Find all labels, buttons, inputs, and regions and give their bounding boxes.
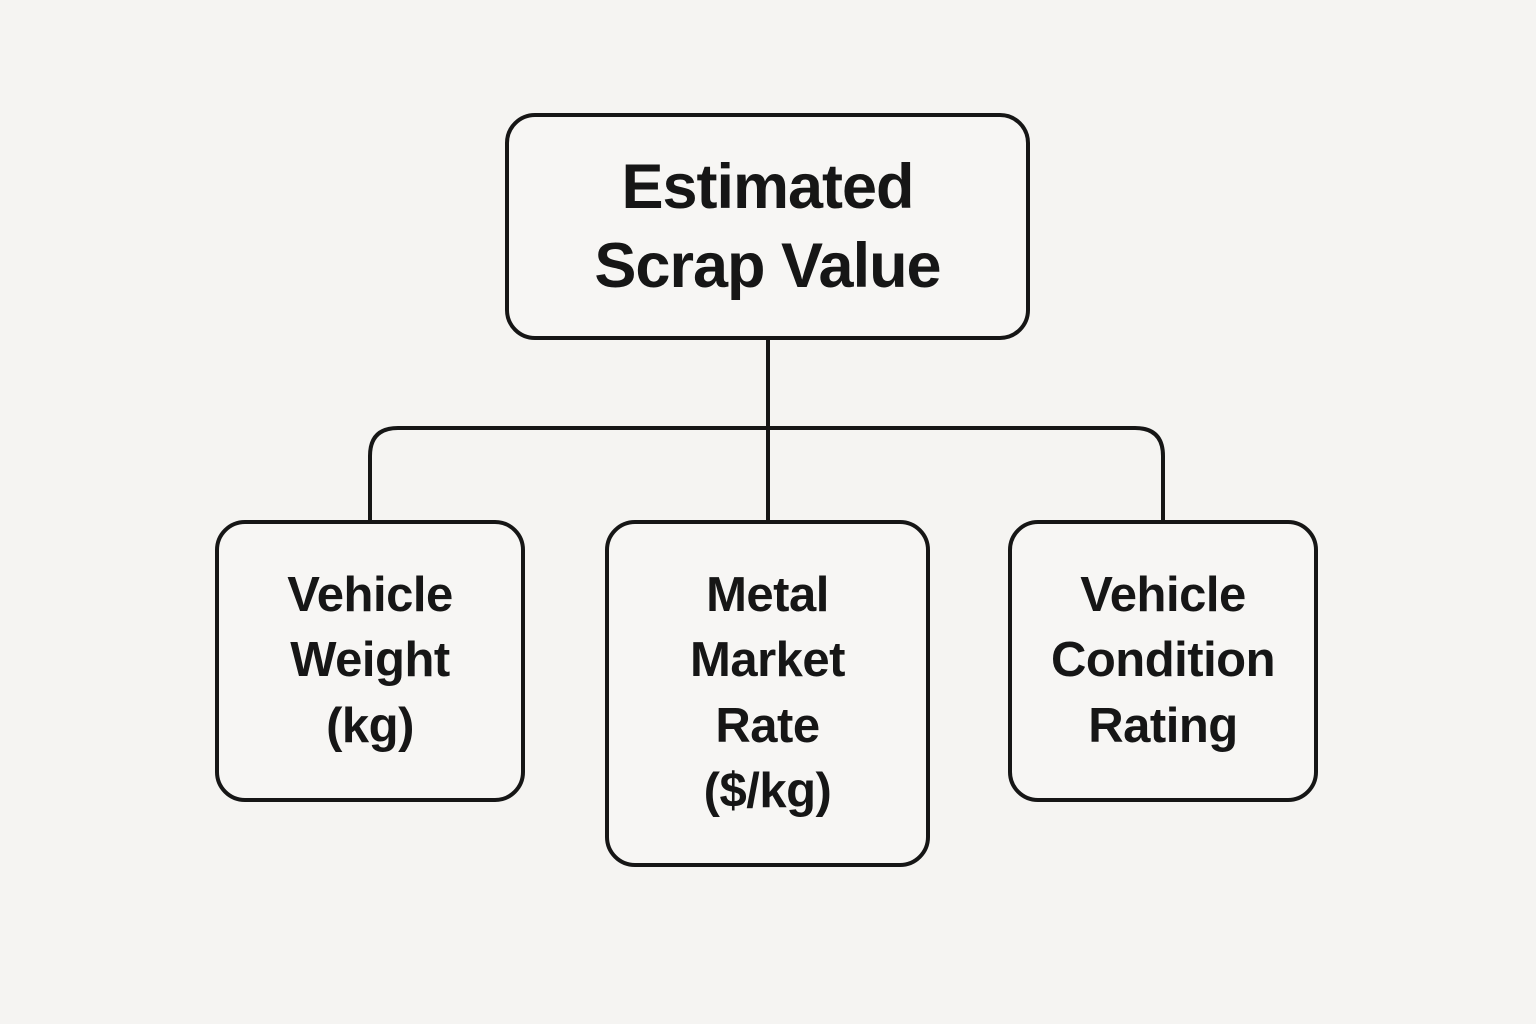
node-estimated-scrap-value-label: Estimated Scrap Value [594, 152, 941, 301]
node-vehicle-weight-label: Vehicle Weight (kg) [287, 568, 453, 753]
node-metal-market-rate-label: Metal Market Rate ($/kg) [690, 568, 845, 818]
node-metal-market-rate: Metal Market Rate ($/kg) [605, 520, 930, 867]
connector-bus-left-branch [368, 426, 768, 522]
node-vehicle-weight: Vehicle Weight (kg) [215, 520, 525, 802]
node-estimated-scrap-value: Estimated Scrap Value [505, 113, 1030, 340]
connector-bus-right-branch [768, 426, 1165, 522]
node-vehicle-condition-rating-label: Vehicle Condition Rating [1050, 568, 1276, 753]
node-vehicle-condition-rating: Vehicle Condition Rating [1008, 520, 1318, 802]
